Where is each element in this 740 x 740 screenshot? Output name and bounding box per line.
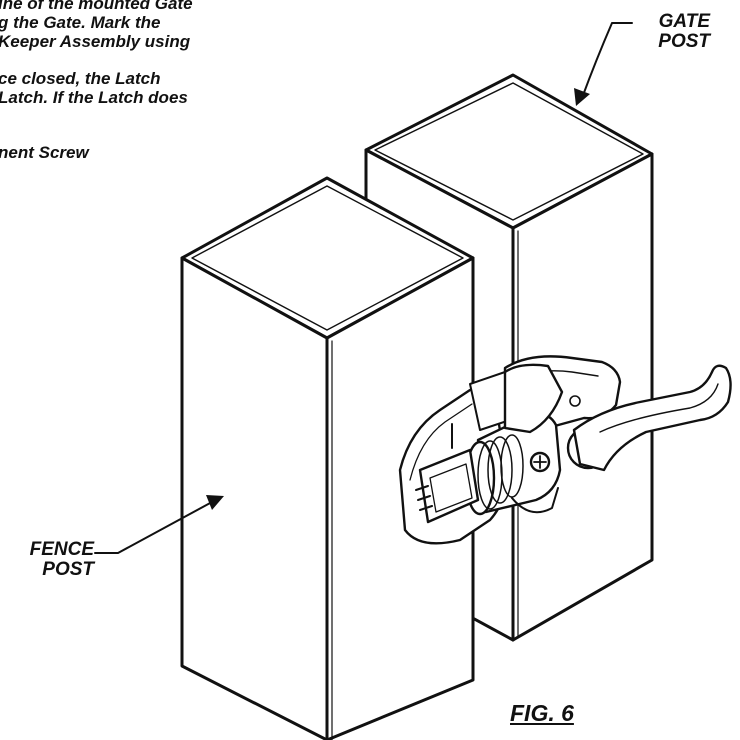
gate-post-label-line: POST [658,31,710,52]
fence-post-right-face [325,256,475,740]
figure-label: FIG. 6 [510,700,574,726]
gate-post-label-line: GATE [658,11,710,32]
fence-post-label-line: POST [42,559,94,580]
instruction-line: Latch. If the Latch does [0,88,188,107]
instruction-line [0,125,268,143]
gate-post-leader [574,22,633,106]
fence-post-leader [94,495,224,554]
fence-post-left-face [180,256,329,740]
fence-post [180,176,475,740]
instruction-line [0,107,268,125]
instruction-line: Keeper Assembly using [0,32,191,51]
instruction-text: ine of the mounted Gate g the Gate. Mark… [0,0,268,162]
latch-lever [572,364,732,472]
instruction-line: nent Screw [0,143,89,162]
instruction-line: ce closed, the Latch [0,69,161,88]
instruction-line: ine of the mounted Gate [0,0,193,13]
gate-post-label: GATE POST [620,12,710,52]
fence-post-label: FENCE POST [2,540,94,580]
instruction-line [0,51,268,69]
instruction-line: g the Gate. Mark the [0,13,161,32]
fence-post-label-line: FENCE [29,539,94,560]
latch-assembly [398,355,732,545]
